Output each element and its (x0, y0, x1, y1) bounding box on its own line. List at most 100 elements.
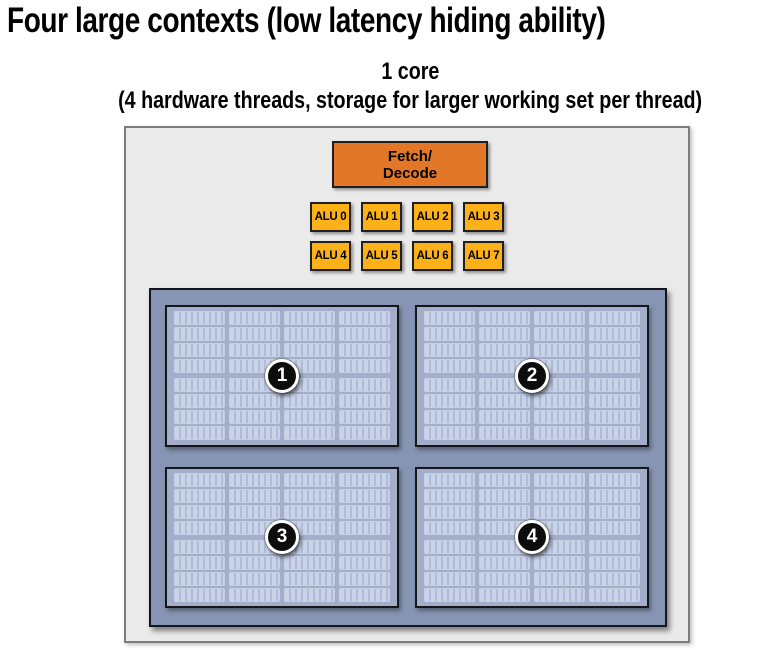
register-file-cell (284, 555, 335, 570)
register-file-cell (339, 359, 390, 374)
register-file-cell (339, 571, 390, 586)
register-file-cell (174, 520, 225, 535)
context-1-badge: 1 (265, 358, 299, 393)
register-cell-row (424, 504, 640, 519)
register-file-cell (589, 359, 640, 374)
register-cell-group (174, 311, 390, 374)
register-cell-group (424, 311, 640, 374)
register-cell-group (424, 472, 640, 535)
register-file-cell (534, 488, 585, 503)
register-cell-row (174, 426, 390, 441)
context-block-4: 4 (415, 466, 649, 608)
register-cell-grid (424, 311, 640, 441)
register-file-cell (174, 472, 225, 487)
core-box: Fetch/ Decode ALU 0 ALU 1 ALU 2 ALU 3 AL… (124, 126, 690, 643)
caption-line-1: 1 core (381, 58, 439, 85)
register-file-cell (339, 327, 390, 342)
fetch-decode-label-line-1: Fetch/ (387, 147, 433, 165)
register-cell-row (424, 343, 640, 358)
register-cell-row (174, 571, 390, 586)
slide-title: Four large contexts (low latency hiding … (7, 1, 606, 40)
register-file-cell (589, 343, 640, 358)
alu-3: ALU 3 (463, 202, 504, 232)
register-cell-row (174, 587, 390, 602)
register-file-cell (229, 311, 280, 326)
register-file-cell (229, 327, 280, 342)
register-file-cell (424, 555, 475, 570)
register-file-cell (589, 394, 640, 409)
register-file-cell (479, 311, 530, 326)
register-cell-row (174, 327, 390, 342)
register-file-cell (424, 426, 475, 441)
register-file-cell (339, 472, 390, 487)
register-file-cell (424, 571, 475, 586)
register-file-cell (479, 488, 530, 503)
alu-2: ALU 2 (412, 202, 453, 232)
register-file-cell (229, 571, 280, 586)
register-file-cell (339, 587, 390, 602)
register-file-cell (424, 472, 475, 487)
register-file-cell (479, 426, 530, 441)
register-file-cell (284, 426, 335, 441)
alu-row-bottom: ALU 4 ALU 5 ALU 6 ALU 7 (310, 241, 504, 271)
register-file-cell (589, 472, 640, 487)
register-file-cell (339, 539, 390, 554)
register-file-cell (479, 571, 530, 586)
register-cell-row (424, 327, 640, 342)
alu-row-top: ALU 0 ALU 1 ALU 2 ALU 3 (310, 202, 504, 232)
register-file-cell (534, 311, 585, 326)
register-file-cell (174, 394, 225, 409)
register-cell-row (424, 488, 640, 503)
register-file-cell (174, 504, 225, 519)
register-file-cell (339, 488, 390, 503)
alu-0: ALU 0 (310, 202, 351, 232)
register-cell-group (174, 539, 390, 602)
register-file-cell (534, 410, 585, 425)
register-file-cell (479, 327, 530, 342)
register-file-cell (174, 343, 225, 358)
register-file-cell (339, 410, 390, 425)
register-file-cell (589, 520, 640, 535)
register-file-cell (534, 472, 585, 487)
register-file-cell (339, 504, 390, 519)
register-file-cell (479, 504, 530, 519)
alu-1: ALU 1 (361, 202, 402, 232)
register-file-cell (229, 587, 280, 602)
register-cell-row (424, 311, 640, 326)
context-block-2: 2 (415, 305, 649, 447)
register-file-cell (229, 394, 280, 409)
register-file-cell (284, 343, 335, 358)
context-storage: 1 2 3 4 (149, 288, 667, 627)
register-cell-row (424, 571, 640, 586)
register-cell-grid (174, 311, 390, 441)
register-cell-group (174, 472, 390, 535)
register-file-cell (424, 520, 475, 535)
context-block-3: 3 (165, 466, 399, 608)
fetch-decode-unit: Fetch/ Decode (332, 141, 488, 188)
register-file-cell (284, 488, 335, 503)
register-file-cell (174, 488, 225, 503)
fetch-decode-label-line-2: Decode (382, 164, 438, 182)
register-file-cell (589, 410, 640, 425)
register-file-cell (589, 378, 640, 393)
register-file-cell (284, 571, 335, 586)
register-file-cell (229, 555, 280, 570)
register-file-cell (174, 587, 225, 602)
register-file-cell (174, 555, 225, 570)
register-cell-row (174, 488, 390, 503)
register-file-cell (479, 343, 530, 358)
register-file-cell (534, 555, 585, 570)
register-file-cell (339, 394, 390, 409)
register-file-cell (424, 378, 475, 393)
register-file-cell (339, 343, 390, 358)
caption-line-2: (4 hardware threads, storage for larger … (118, 87, 703, 114)
context-3-badge: 3 (265, 520, 299, 555)
register-cell-row (424, 587, 640, 602)
register-file-cell (534, 504, 585, 519)
register-file-cell (339, 555, 390, 570)
register-cell-row (174, 394, 390, 409)
register-file-cell (424, 343, 475, 358)
register-file-cell (339, 311, 390, 326)
register-file-cell (424, 410, 475, 425)
register-cell-row (424, 472, 640, 487)
